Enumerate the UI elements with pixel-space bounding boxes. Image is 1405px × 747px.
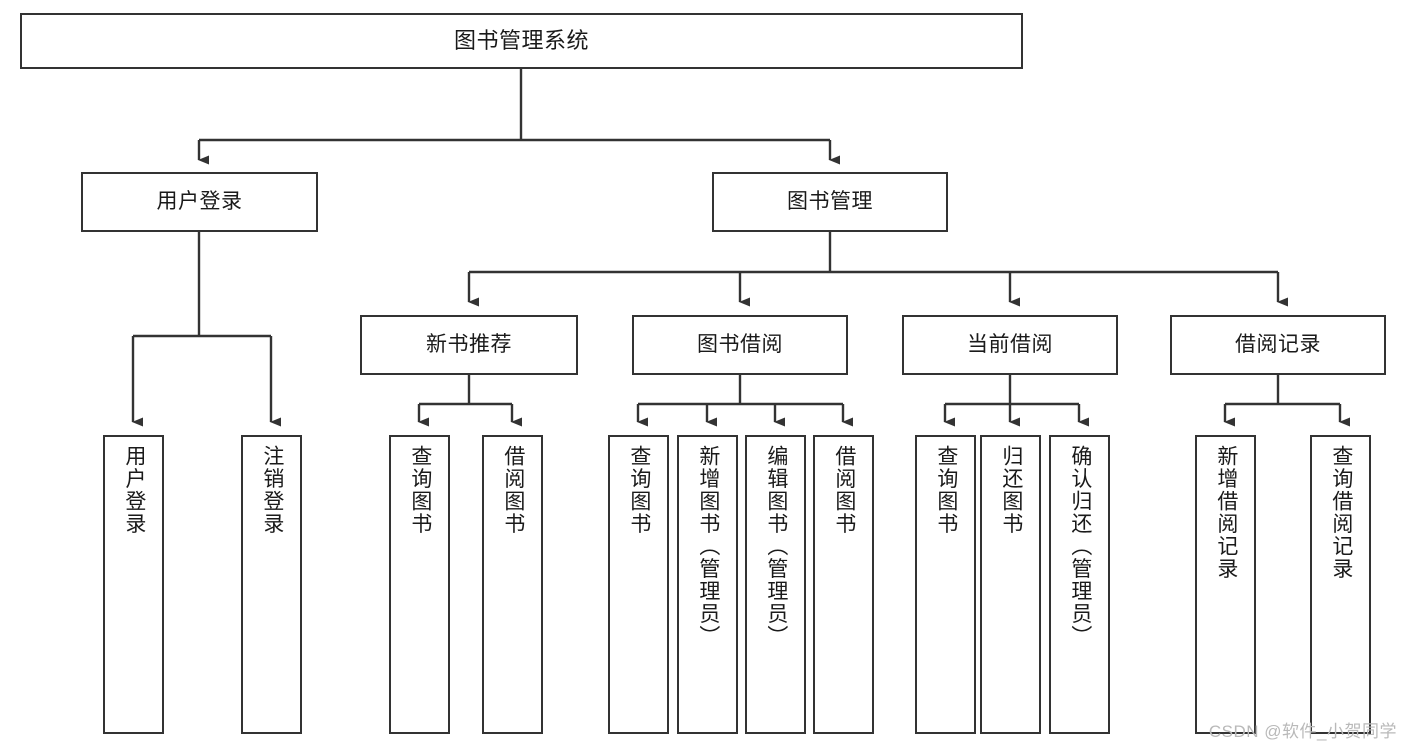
node-leaf-add-record[interactable]: 新增借阅记录 — [1195, 435, 1256, 734]
node-label: 查询借阅记录 — [1329, 445, 1353, 580]
node-label: 编辑图书（管理员） — [764, 445, 788, 648]
node-label: 借阅图书 — [501, 445, 525, 535]
node-label: 确认归还（管理员） — [1068, 445, 1092, 648]
node-label: 查询图书 — [934, 445, 958, 535]
node-leaf-user-login[interactable]: 用户登录 — [103, 435, 164, 734]
node-user-login[interactable]: 用户登录 — [81, 172, 318, 232]
node-leaf-confirm-return[interactable]: 确认归还（管理员） — [1049, 435, 1110, 734]
node-label: 图书借阅 — [697, 332, 783, 356]
node-label: 用户登录 — [122, 445, 146, 535]
node-label: 借阅记录 — [1235, 332, 1321, 356]
node-label: 新书推荐 — [426, 332, 512, 356]
node-label: 查询图书 — [408, 445, 432, 535]
node-label: 当前借阅 — [967, 332, 1053, 356]
node-label: 用户登录 — [156, 189, 243, 213]
node-label: 注销登录 — [260, 445, 284, 535]
node-book-management[interactable]: 图书管理 — [712, 172, 948, 232]
node-leaf-query-book-borrow[interactable]: 查询图书 — [608, 435, 669, 734]
node-root-system[interactable]: 图书管理系统 — [20, 13, 1023, 69]
node-label: 图书管理系统 — [453, 28, 589, 54]
node-label: 图书管理 — [787, 189, 873, 213]
node-label: 查询图书 — [627, 445, 651, 535]
node-leaf-query-record[interactable]: 查询借阅记录 — [1310, 435, 1371, 734]
node-label: 归还图书 — [999, 445, 1023, 535]
node-leaf-query-book-rec[interactable]: 查询图书 — [389, 435, 450, 734]
node-leaf-logout[interactable]: 注销登录 — [241, 435, 302, 734]
node-leaf-add-book[interactable]: 新增图书（管理员） — [677, 435, 738, 734]
node-leaf-query-book-current[interactable]: 查询图书 — [915, 435, 976, 734]
node-current-borrow[interactable]: 当前借阅 — [902, 315, 1118, 375]
node-leaf-borrow-book[interactable]: 借阅图书 — [813, 435, 874, 734]
node-leaf-borrow-book-rec[interactable]: 借阅图书 — [482, 435, 543, 734]
node-label: 新增借阅记录 — [1214, 445, 1238, 580]
node-leaf-edit-book[interactable]: 编辑图书（管理员） — [745, 435, 806, 734]
node-new-book-recommend[interactable]: 新书推荐 — [360, 315, 578, 375]
node-label: 新增图书（管理员） — [696, 445, 720, 648]
node-book-borrow[interactable]: 图书借阅 — [632, 315, 848, 375]
node-label: 借阅图书 — [832, 445, 856, 535]
watermark-text: CSDN @软件_小贺同学 — [1208, 722, 1397, 741]
node-leaf-return-book[interactable]: 归还图书 — [980, 435, 1041, 734]
node-borrow-record[interactable]: 借阅记录 — [1170, 315, 1386, 375]
